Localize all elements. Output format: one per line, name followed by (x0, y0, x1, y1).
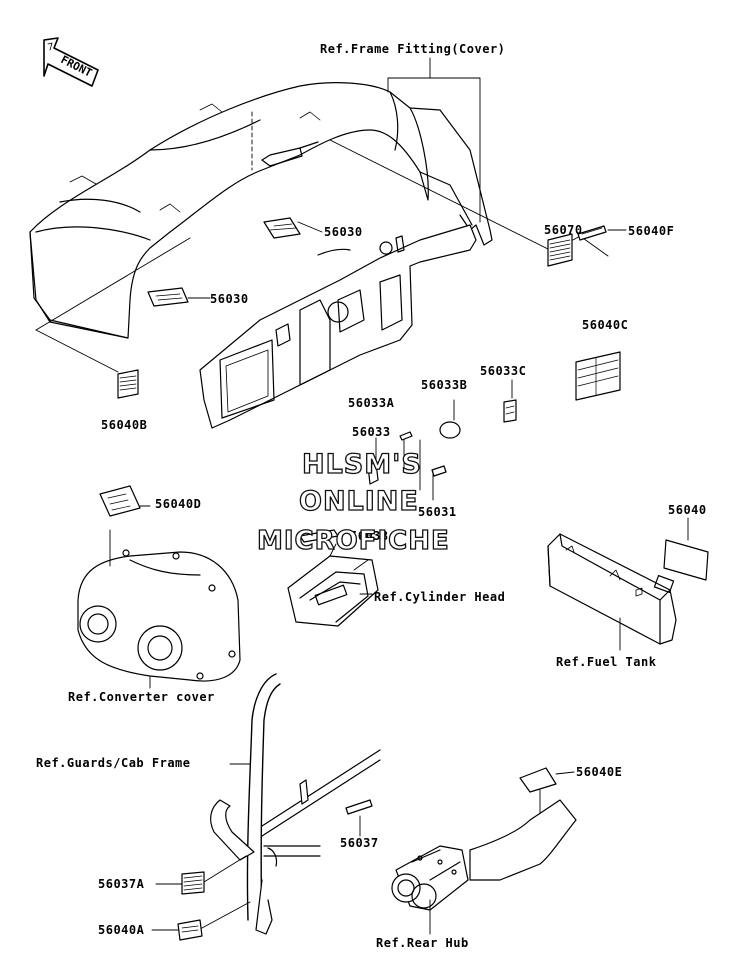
part-56040A-label: 56040A (98, 923, 145, 937)
part-56031-label: 56031 (418, 505, 457, 519)
decal-56040F (577, 225, 607, 241)
ref-cylinder-head-label: Ref.Cylinder Head (374, 590, 506, 604)
cab-frame (151, 673, 381, 941)
cylinder-head-cover (287, 529, 379, 627)
decal-56037 (345, 799, 373, 815)
part-56040D-label: 56040D (155, 497, 202, 511)
decal-56033C (503, 399, 517, 423)
part-56040E-label: 56040E (576, 765, 623, 779)
part-56070-label: 56070 (544, 223, 583, 237)
decal-56040A (177, 919, 203, 941)
decal-56030-upper (263, 217, 301, 239)
part-56033-label: 56033 (352, 425, 391, 439)
part-56030-upper-label: 56030 (324, 225, 363, 239)
fuel-tank (547, 517, 709, 651)
front-arrow-icon (43, 37, 99, 87)
watermark-line-2: ONLINE (298, 486, 419, 517)
ref-rear-hub-label: Ref.Rear Hub (376, 936, 469, 950)
part-56033C-label: 56033C (480, 364, 527, 378)
part-56030-lower-label: 56030 (210, 292, 249, 306)
part-56033B-label: 56033B (421, 378, 468, 392)
decal-56040C (575, 351, 621, 401)
ref-frame-fitting-label: Ref.Frame Fitting(Cover) (320, 42, 506, 56)
dashboard-panel (199, 224, 477, 429)
part-56038-label: 56038 (350, 529, 389, 543)
frame-fitting-cover (29, 82, 493, 339)
converter-cover (77, 485, 241, 689)
watermark-line-3: MICROFICHE (256, 526, 450, 556)
part-56040B-label: 56040B (101, 418, 148, 432)
part-56033A-label: 56033A (348, 396, 395, 410)
part-56037A-label: 56037A (98, 877, 145, 891)
part-56040-label: 56040 (668, 503, 707, 517)
ref-fuel-tank-label: Ref.Fuel Tank (556, 655, 657, 669)
decal-56030-lower (147, 287, 189, 307)
part-56037-label: 56037 (340, 836, 379, 850)
watermark-line-1: HLSM'S (301, 449, 422, 480)
part-56040C-label: 56040C (582, 318, 629, 332)
part-56040F-label: 56040F (628, 224, 675, 238)
decal-56033B (439, 421, 461, 439)
rear-hub (391, 767, 577, 935)
ref-guards-cab-label: Ref.Guards/Cab Frame (36, 756, 191, 770)
decal-56040B (117, 369, 139, 399)
decal-56040 (663, 539, 709, 581)
ref-converter-cover-label: Ref.Converter cover (68, 690, 215, 704)
decal-56037A (181, 871, 205, 895)
